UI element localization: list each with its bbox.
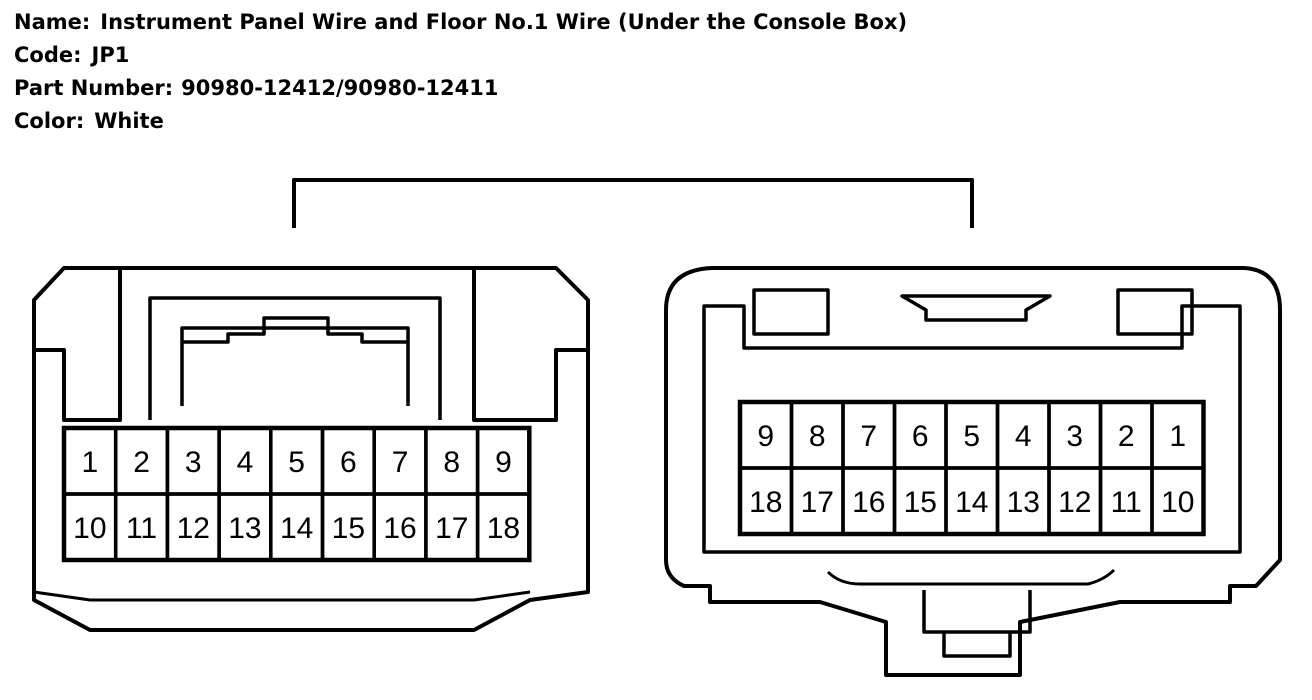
right-connector-body — [664, 266, 1282, 677]
left-pin-label: 11 — [126, 512, 157, 545]
right-pin-label: 6 — [912, 420, 929, 453]
part-number-label: Part Number: — [14, 76, 174, 100]
color-value: White — [94, 109, 164, 133]
code-label: Code: — [14, 43, 82, 67]
right-connector-pins: 9 8 7 6 5 4 3 2 1 18 17 16 15 14 13 12 11 10 — [737, 399, 1206, 537]
right-pin-label: 2 — [1118, 420, 1135, 453]
left-pin-label: 5 — [288, 446, 305, 479]
right-pin-label: 16 — [852, 486, 885, 519]
left-pin-label: 7 — [392, 446, 409, 479]
left-pin-grid-outline — [61, 425, 532, 563]
left-pin-label: 3 — [185, 446, 202, 479]
color-label: Color: — [14, 109, 85, 133]
left-pin-label: 17 — [435, 512, 468, 545]
pairing-bracket — [292, 178, 974, 228]
right-pin-label: 10 — [1161, 486, 1194, 519]
part-number-row: Part Number: 90980-12412/90980-12411 — [14, 72, 907, 105]
color-row: Color: White — [14, 105, 907, 138]
left-pin-label: 18 — [487, 512, 520, 545]
left-pin-label: 12 — [177, 512, 210, 545]
left-pin-label: 13 — [228, 512, 261, 545]
right-pin-label: 9 — [757, 420, 774, 453]
right-pin-label: 8 — [809, 420, 826, 453]
left-connector-body — [32, 266, 590, 632]
right-pin-label: 1 — [1169, 420, 1186, 453]
right-pin-label: 14 — [955, 486, 988, 519]
right-pin-label: 18 — [749, 486, 782, 519]
right-pin-label: 4 — [1015, 420, 1032, 453]
right-pin-label: 3 — [1066, 420, 1083, 453]
left-pin-label: 2 — [133, 446, 150, 479]
right-pin-grid-outline — [737, 399, 1206, 537]
right-pin-label: 11 — [1111, 486, 1142, 519]
left-pin-label: 15 — [332, 512, 365, 545]
left-pin-label: 10 — [73, 512, 106, 545]
left-pin-label: 6 — [340, 446, 357, 479]
left-pin-label: 4 — [237, 446, 254, 479]
name-value: Instrument Panel Wire and Floor No.1 Wir… — [100, 10, 908, 34]
left-pin-label: 14 — [280, 512, 313, 545]
code-row: Code: JP1 — [14, 39, 907, 72]
connector-info: Name: Instrument Panel Wire and Floor No.… — [14, 6, 907, 138]
right-pin-label: 17 — [801, 486, 834, 519]
right-pin-label: 13 — [1007, 486, 1040, 519]
left-pin-label: 9 — [495, 446, 512, 479]
name-row: Name: Instrument Panel Wire and Floor No.… — [14, 6, 907, 39]
left-pin-label: 1 — [82, 446, 99, 479]
part-number-value: 90980-12412/90980-12411 — [181, 76, 499, 100]
code-value: JP1 — [91, 43, 130, 67]
left-pin-label: 16 — [383, 512, 416, 545]
left-pin-label: 8 — [443, 446, 460, 479]
right-pin-label: 7 — [860, 420, 877, 453]
right-pin-label: 12 — [1058, 486, 1091, 519]
right-pin-label: 5 — [963, 420, 980, 453]
right-pin-label: 15 — [904, 486, 937, 519]
name-label: Name: — [14, 10, 91, 34]
